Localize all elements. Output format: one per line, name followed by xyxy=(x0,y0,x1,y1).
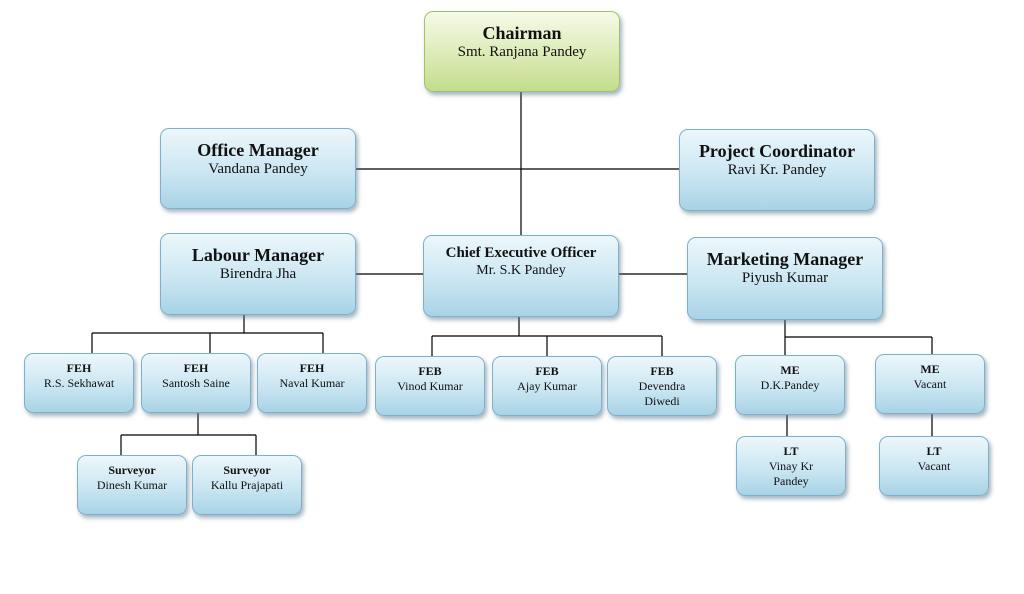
lt-box-2: LT Vacant xyxy=(879,436,989,496)
feh-name: R.S. Sekhawat xyxy=(43,376,115,390)
feb-box-1: FEB Vinod Kumar xyxy=(375,356,485,416)
lt-name: Vinay Kr Pandey xyxy=(768,459,814,488)
lt-name: Vacant xyxy=(917,459,951,473)
lt-title: LT xyxy=(783,444,799,458)
feh-box-1: FEH R.S. Sekhawat xyxy=(24,353,134,413)
feh-name: Naval Kumar xyxy=(279,376,345,390)
me-box-2: ME Vacant xyxy=(875,354,985,414)
marketing-manager-title: Marketing Manager xyxy=(706,249,864,269)
feb-name: Devendra Diwedi xyxy=(638,379,686,408)
labour-manager-title: Labour Manager xyxy=(191,245,325,265)
marketing-manager-name: Piyush Kumar xyxy=(741,270,829,286)
surveyor-box-2: Surveyor Kallu Prajapati xyxy=(192,455,302,515)
me-title: ME xyxy=(780,363,800,377)
feh-box-2: FEH Santosh Saine xyxy=(141,353,251,413)
surveyor-box-1: Surveyor Dinesh Kumar xyxy=(77,455,187,515)
project-coordinator-title: Project Coordinator xyxy=(698,141,856,161)
lt-title: LT xyxy=(926,444,942,458)
lt-box-1: LT Vinay Kr Pandey xyxy=(736,436,846,496)
ceo-title: Chief Executive Officer xyxy=(445,245,597,261)
surveyor-name: Kallu Prajapati xyxy=(210,478,284,492)
project-coordinator-box: Project Coordinator Ravi Kr. Pandey xyxy=(679,129,875,211)
labour-manager-box: Labour Manager Birendra Jha xyxy=(160,233,356,315)
surveyor-title: Surveyor xyxy=(108,463,156,477)
me-title: ME xyxy=(920,362,940,376)
feb-box-2: FEB Ajay Kumar xyxy=(492,356,602,416)
feh-box-3: FEH Naval Kumar xyxy=(257,353,367,413)
me-name: Vacant xyxy=(913,377,947,391)
feb-name: Vinod Kumar xyxy=(397,379,463,393)
feb-title: FEB xyxy=(650,364,674,378)
office-manager-box: Office Manager Vandana Pandey xyxy=(160,128,356,209)
feh-name: Santosh Saine xyxy=(162,376,230,390)
chairman-box: Chairman Smt. Ranjana Pandey xyxy=(424,11,620,92)
labour-manager-name: Birendra Jha xyxy=(219,266,297,282)
surveyor-title: Surveyor xyxy=(223,463,271,477)
feh-title: FEH xyxy=(183,361,209,375)
feb-title: FEB xyxy=(418,364,442,378)
chairman-name: Smt. Ranjana Pandey xyxy=(457,44,587,60)
feh-title: FEH xyxy=(299,361,325,375)
ceo-box: Chief Executive Officer Mr. S.K Pandey xyxy=(423,235,619,317)
me-box-1: ME D.K.Pandey xyxy=(735,355,845,415)
office-manager-name: Vandana Pandey xyxy=(208,161,308,177)
office-manager-title: Office Manager xyxy=(197,140,319,160)
chairman-title: Chairman xyxy=(482,23,562,43)
feb-title: FEB xyxy=(535,364,559,378)
feh-title: FEH xyxy=(66,361,92,375)
marketing-manager-box: Marketing Manager Piyush Kumar xyxy=(687,237,883,320)
project-coordinator-name: Ravi Kr. Pandey xyxy=(727,162,827,178)
feb-box-3: FEB Devendra Diwedi xyxy=(607,356,717,416)
feb-name: Ajay Kumar xyxy=(517,379,577,393)
me-name: D.K.Pandey xyxy=(760,378,820,392)
surveyor-name: Dinesh Kumar xyxy=(96,478,168,492)
ceo-name: Mr. S.K Pandey xyxy=(476,263,566,278)
